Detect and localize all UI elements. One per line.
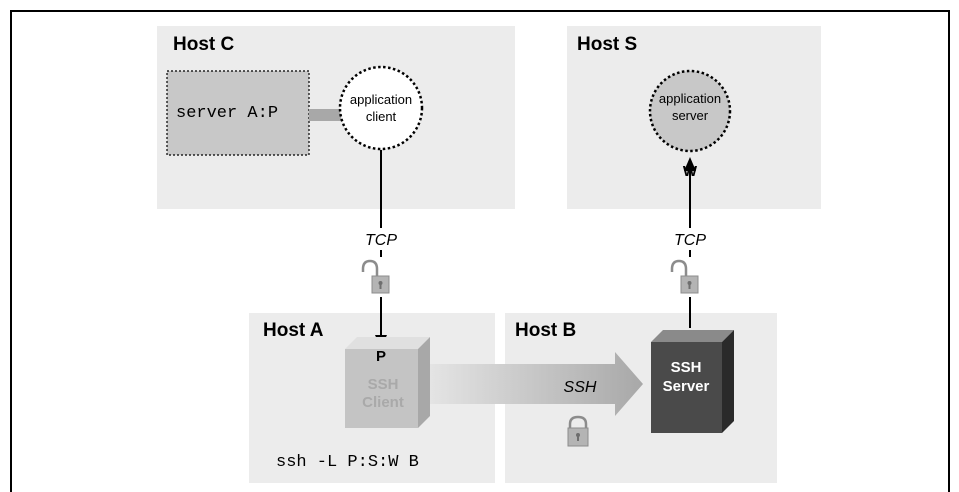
ssh-tunnel-arrow <box>430 352 643 416</box>
tcp-right-arrowhead <box>684 157 696 171</box>
server-command-text: server A:P <box>176 104 279 123</box>
port-w-label: W <box>683 163 698 180</box>
application-client-circle <box>338 65 424 151</box>
ssh-client-line1: SSH <box>368 376 399 393</box>
ssh-client-cube <box>345 337 430 428</box>
tcp-left-label: TCP <box>365 232 397 249</box>
application-server-circle <box>648 69 732 153</box>
application-client-line1: application <box>350 92 412 107</box>
host-b-label: Host B <box>515 320 577 341</box>
port-p-label: P <box>376 348 386 365</box>
frame-left-border <box>10 10 12 492</box>
tcp-right-label-bg <box>671 228 709 250</box>
unlocked-padlock-icon <box>361 257 401 297</box>
frame-top-border <box>10 10 950 12</box>
application-client-line2: client <box>366 109 397 124</box>
host-a-label: Host A <box>263 320 324 341</box>
client-connector-bar <box>309 109 343 121</box>
locked-padlock-icon <box>567 415 589 447</box>
ssh-server-cube <box>651 330 734 433</box>
host-s-label: Host S <box>577 34 638 55</box>
frame-right-border <box>948 10 950 492</box>
tcp-right-label: TCP <box>674 232 706 249</box>
application-server-line2: server <box>672 108 709 123</box>
ssh-server-line2: Server <box>663 378 710 395</box>
ssh-command-text: ssh -L P:S:W B <box>276 453 419 472</box>
ssh-tunnel-label: SSH <box>564 379 597 396</box>
application-server-line1: application <box>659 91 721 106</box>
unlocked-padlock-icon-right <box>670 257 710 297</box>
tcp-left-label-bg <box>362 228 400 250</box>
ssh-client-line2: Client <box>362 394 404 411</box>
ssh-server-line1: SSH <box>671 359 702 376</box>
host-c-label: Host C <box>173 34 235 55</box>
